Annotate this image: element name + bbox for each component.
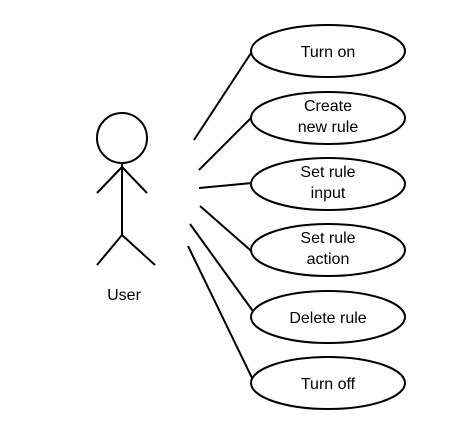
assoc-create-new-rule [198,116,253,171]
use-case-label-line-1: Set rule [300,230,355,247]
use-case-label: Delete rule [289,310,366,327]
assoc-turn-on [193,49,254,141]
use-case-ellipse [250,223,406,277]
actor-left-arm [96,166,123,194]
use-case-ellipse [250,91,406,145]
actor-head [96,112,148,164]
use-case-ellipse [250,157,406,211]
use-case-label-line-1: Set rule [300,164,355,181]
actor-right-leg [121,234,156,266]
use-case-label-line-2: new rule [298,119,359,136]
use-case-set-rule-action: Set rule action [250,223,406,277]
assoc-delete-rule [189,223,256,315]
assoc-set-rule-input [198,182,253,189]
use-case-ellipse [250,356,406,410]
use-case-label-line-1: Create [304,98,352,115]
assoc-set-rule-action [199,205,258,257]
use-case-label-line-2: input [311,185,346,202]
use-case-create-new-rule: Create new rule [250,91,406,145]
actor-left-leg [96,234,123,266]
use-case-turn-off: Turn off [250,356,406,410]
assoc-turn-off [187,245,255,383]
use-case-label: Turn off [301,376,356,393]
actor-user: User [96,112,156,304]
use-case-ellipse [250,24,406,78]
associations [187,49,258,383]
use-case-label-line-2: action [307,251,350,268]
use-case-label: Turn on [301,44,356,61]
actor-right-arm [121,166,148,194]
use-case-delete-rule: Delete rule [250,290,406,344]
use-case-set-rule-input: Set rule input [250,157,406,211]
actor-label: User [107,287,141,304]
use-case-ellipse [250,290,406,344]
use-case-turn-on: Turn on [250,24,406,78]
